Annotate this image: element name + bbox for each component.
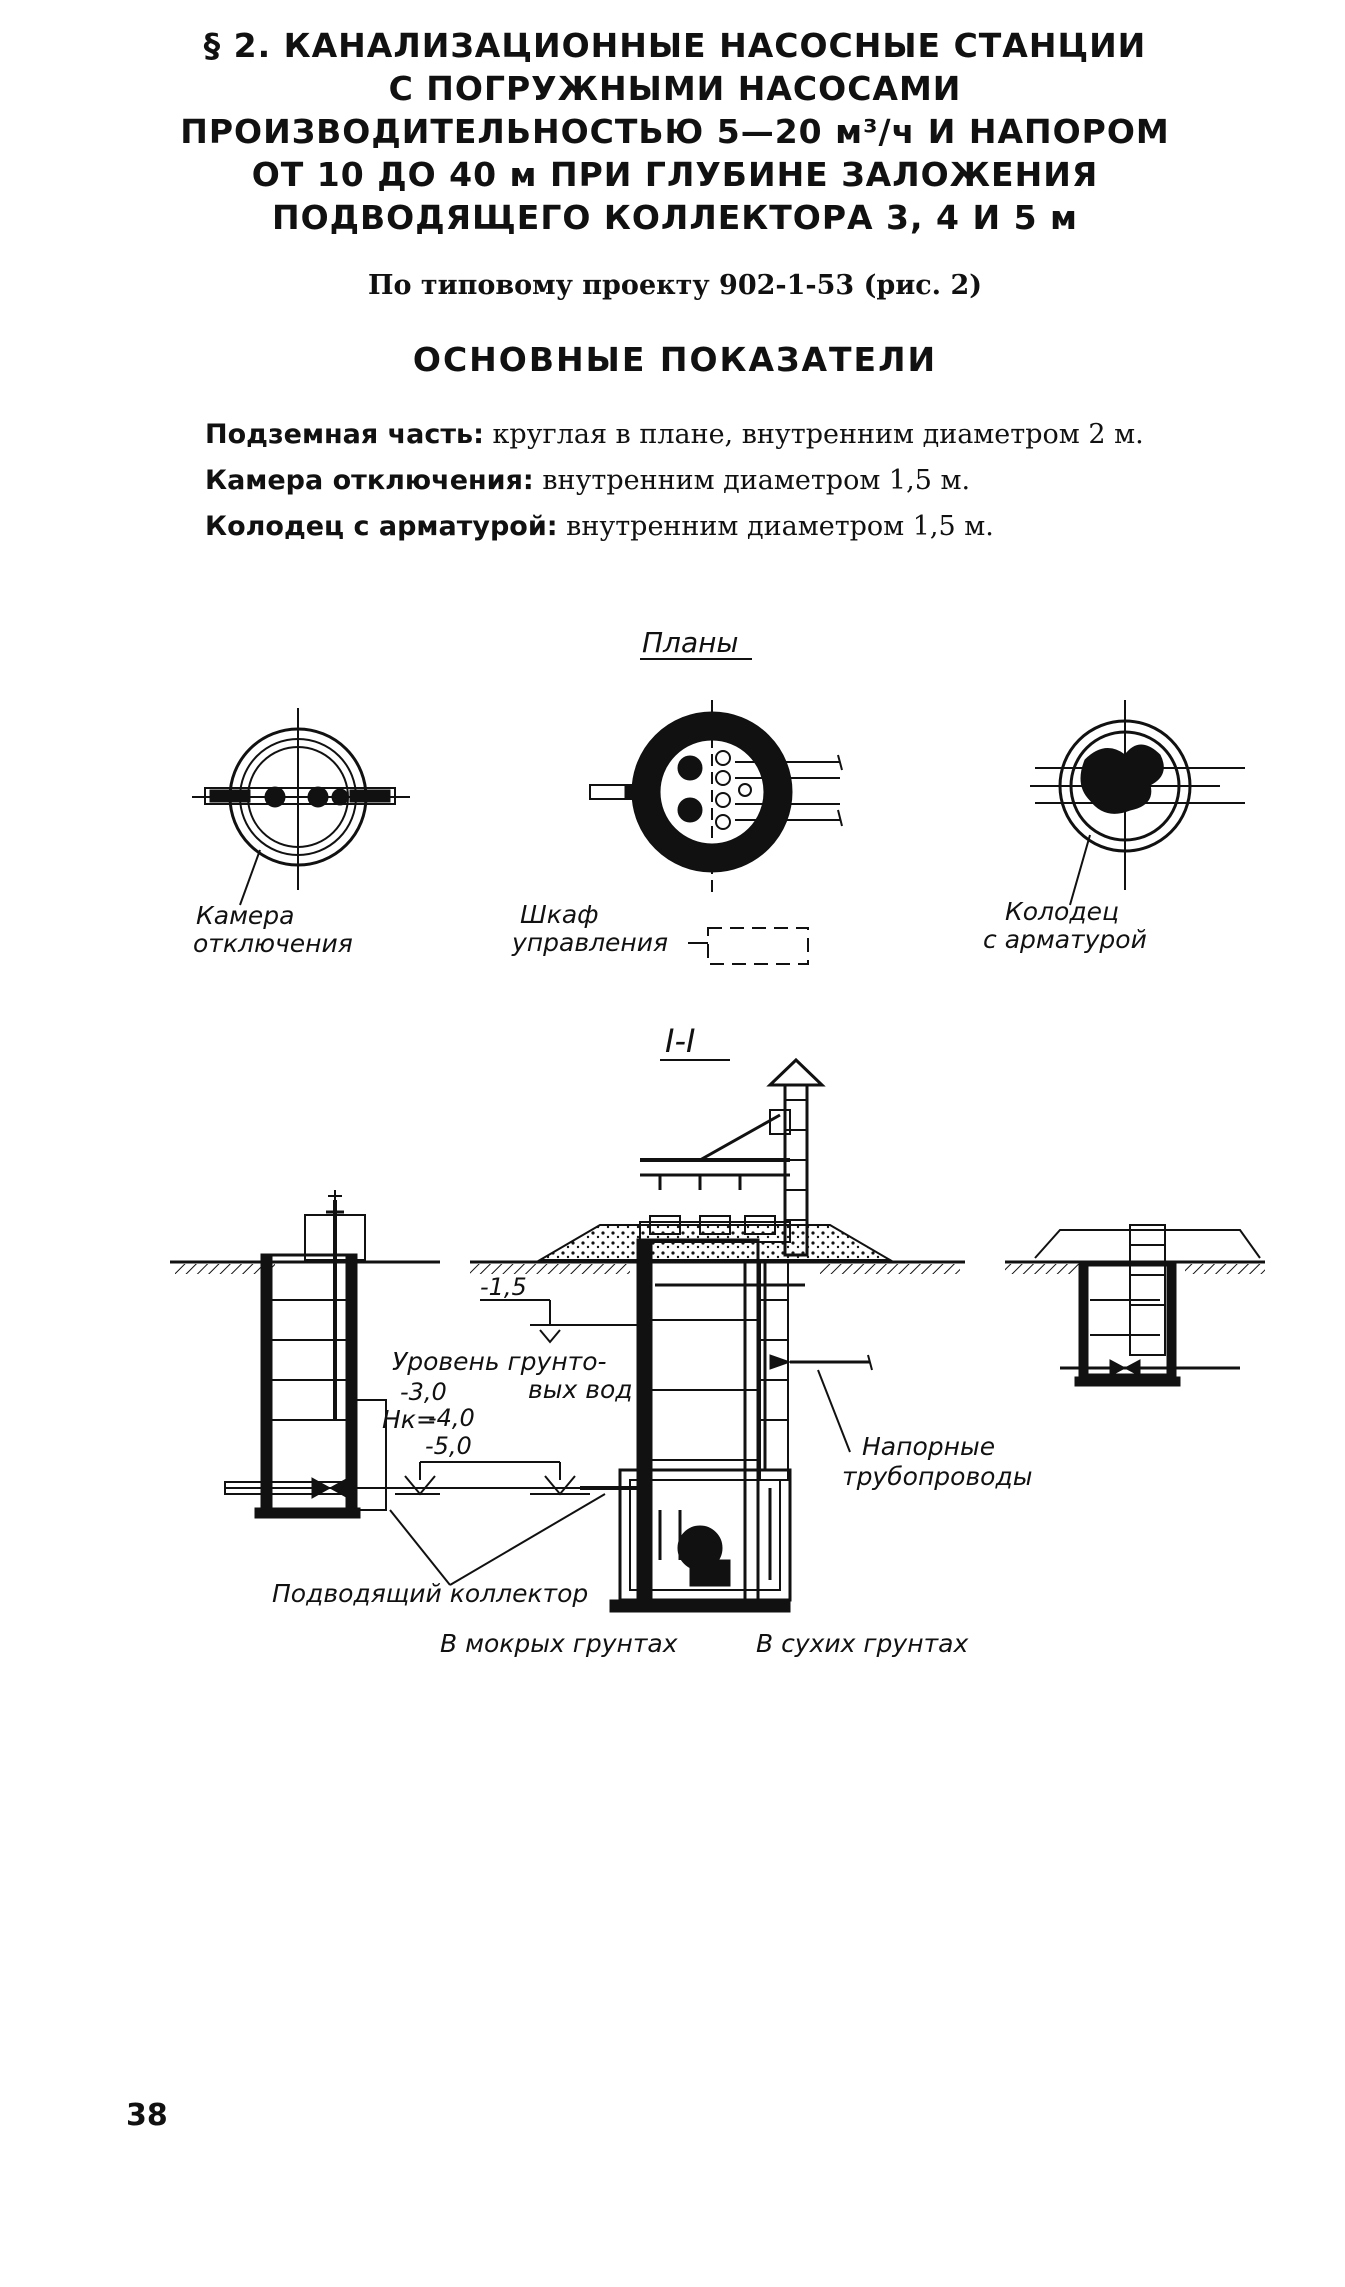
cabinet-label-line2: управления: [511, 928, 668, 957]
parameter-text: круглая в плане, внутренним диаметром 2 …: [483, 419, 1144, 450]
station-section: [580, 1057, 873, 1613]
page-number: 38: [126, 2098, 168, 2133]
parameter-label: Колодец с арматурой:: [205, 511, 558, 542]
wet-soil-label: В мокрых грунтах: [440, 1629, 678, 1658]
level-markers: [389, 1299, 851, 1586]
plans-title: Планы: [642, 626, 739, 659]
title-line: ОТ 10 ДО 40 м ПРИ ГЛУБИНЕ ЗАЛОЖЕНИЯ: [251, 155, 1099, 194]
dry-soil-label: В сухих грунтах: [756, 1629, 968, 1658]
chamber-section: [224, 1190, 610, 1519]
control-cabinet-symbol: [688, 927, 809, 965]
hk-label: Hк=: [382, 1405, 437, 1434]
parameter-label: Камера отключения:: [205, 465, 534, 496]
parameter-row: Камера отключения: внутренним диаметром …: [205, 458, 1144, 504]
groundwater-label-line2: вых вод: [528, 1375, 633, 1404]
level-label-4-0: -4,0: [428, 1404, 475, 1432]
project-reference: По типовому проекту 902-1-53 (рис. 2): [367, 270, 983, 301]
ground-hatch: [470, 1264, 630, 1274]
parameter-row: Колодец с арматурой: внутренним диаметро…: [205, 504, 1144, 550]
ground-hatch: [1185, 1264, 1265, 1274]
plan-chamber: [192, 708, 410, 906]
well-section: [1034, 1224, 1261, 1387]
plan-station: [589, 700, 843, 895]
parameter-label: Подземная часть:: [205, 419, 484, 450]
cabinet-label-line1: Шкаф: [520, 900, 599, 929]
ground-hatch: [820, 1264, 960, 1274]
title-line: § 2. КАНАЛИЗАЦИОННЫЕ НАСОСНЫЕ СТАНЦИИ: [203, 26, 1147, 65]
ground-hatch: [175, 1264, 275, 1274]
ground-hatch: [1005, 1264, 1085, 1274]
parameters-list: Подземная часть: круглая в плане, внутре…: [205, 412, 1144, 550]
title-line: ПОДВОДЯЩЕГО КОЛЛЕКТОРА 3, 4 И 5 м: [271, 198, 1079, 237]
groundwater-label-line1: Уровень грунто-: [392, 1347, 607, 1376]
section-title: § 2. КАНАЛИЗАЦИОННЫЕ НАСОСНЫЕ СТАНЦИИ С …: [160, 24, 1190, 239]
parameter-text: внутренним диаметром 1,5 м.: [557, 511, 994, 542]
well-label-line1: Колодец: [1005, 897, 1119, 926]
title-line: ПРОИЗВОДИТЕЛЬНОСТЬЮ 5—20 м³/ч И НАПОРОМ: [180, 112, 1170, 151]
pressure-pipes-line2: трубопроводы: [842, 1462, 1033, 1491]
pump-station-drawing: Планы Камера отключения: [170, 626, 1265, 1658]
inlet-collector-label: Подводящий коллектор: [272, 1579, 588, 1608]
section-title-I-I: I-I: [665, 1022, 695, 1060]
well-label-line2: с арматурой: [983, 925, 1147, 954]
parameter-row: Подземная часть: круглая в плане, внутре…: [205, 412, 1144, 458]
parameter-text: внутренним диаметром 1,5 м.: [533, 465, 971, 496]
level-label-3-0: -3,0: [400, 1378, 447, 1406]
level-label-5-0: -5,0: [425, 1432, 472, 1460]
title-line: С ПОГРУЖНЫМИ НАСОСАМИ: [388, 69, 962, 108]
plan-well: [1030, 700, 1245, 906]
chamber-label-line1: Камера: [196, 901, 295, 930]
level-label-1-5: -1,5: [480, 1273, 527, 1301]
main-indicators-heading: ОСНОВНЫЕ ПОКАЗАТЕЛИ: [412, 340, 938, 379]
pressure-pipes-line1: Напорные: [862, 1432, 995, 1461]
chamber-label-line2: отключения: [193, 929, 353, 958]
